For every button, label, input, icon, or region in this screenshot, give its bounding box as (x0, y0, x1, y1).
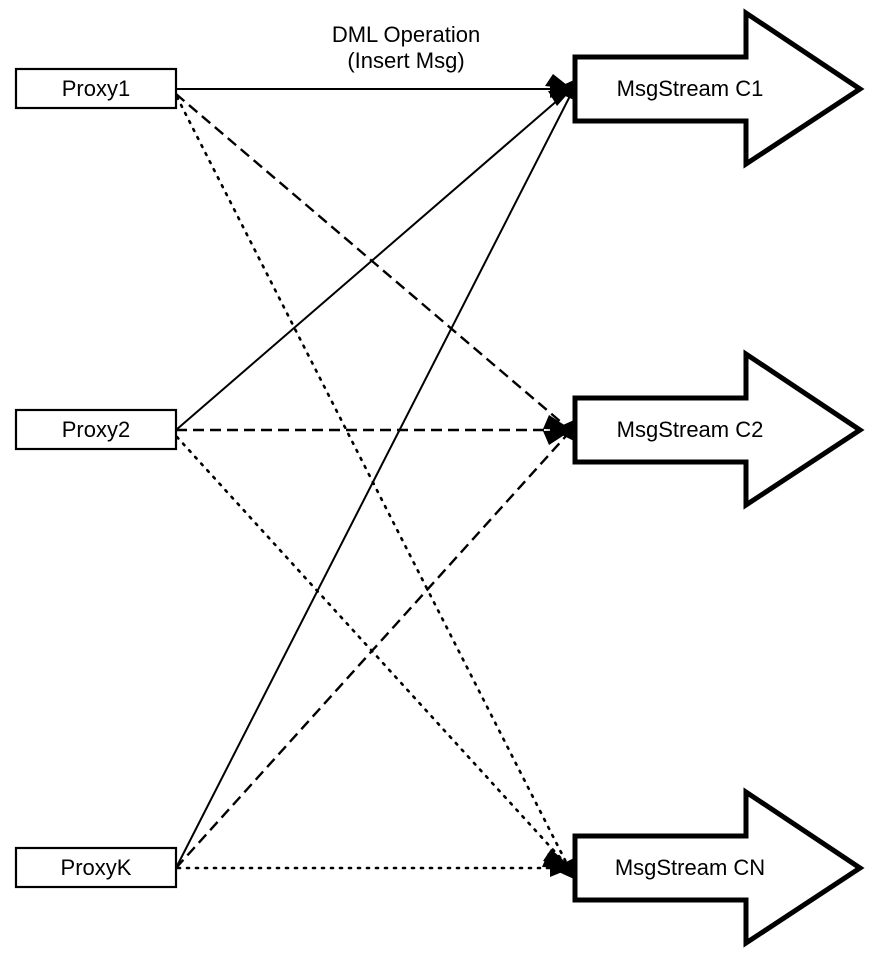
proxy-node-proxy2[interactable]: Proxy2 (14, 408, 178, 451)
proxyk-label: ProxyK (61, 855, 132, 880)
proxy-node-proxy1[interactable]: Proxy1 (14, 67, 178, 110)
arrowheads-layer (542, 74, 574, 879)
edge-caption-line1: DML Operation (332, 22, 480, 47)
arrowhead-cluster-c2 (552, 420, 574, 441)
stream-node-c1[interactable]: MsgStream C1 (572, 8, 865, 169)
proxy2-box[interactable] (14, 408, 178, 451)
edge-proxyk-to-stream-c2 (175, 435, 567, 869)
arrowhead-cluster-c1 (552, 80, 574, 100)
arrowhead-cluster-cn (552, 858, 574, 879)
proxy1-label: Proxy1 (62, 76, 130, 101)
proxy1-box[interactable] (14, 67, 178, 110)
source-nodes-layer: Proxy1 Proxy2 ProxyK (14, 67, 178, 889)
stream-cn-label: MsgStream CN (615, 855, 765, 880)
edge-proxy2-to-stream-c1 (175, 92, 567, 431)
edges-layer (175, 88, 571, 870)
stream-c2-label: MsgStream C2 (617, 417, 764, 442)
edge-caption-line2: (Insert Msg) (347, 48, 464, 73)
stream-node-c2[interactable]: MsgStream C2 (572, 349, 865, 510)
edge-proxyk-to-stream-c1 (175, 95, 571, 869)
stream-cn-arrow-shape[interactable] (572, 787, 865, 948)
edge-caption-group: DML Operation (Insert Msg) (332, 22, 480, 73)
stream-c1-label: MsgStream C1 (617, 76, 764, 101)
proxyk-box[interactable] (14, 846, 178, 889)
proxy-node-proxyk[interactable]: ProxyK (14, 846, 178, 889)
edge-proxy1-to-stream-cn (175, 95, 568, 864)
stream-c1-arrow-shape[interactable] (572, 8, 865, 169)
proxy2-label: Proxy2 (62, 417, 130, 442)
target-nodes-layer: MsgStream C1 MsgStream C2 MsgStream CN (572, 8, 865, 948)
stream-c2-arrow-shape[interactable] (572, 349, 865, 510)
stream-node-cn[interactable]: MsgStream CN (572, 787, 865, 948)
